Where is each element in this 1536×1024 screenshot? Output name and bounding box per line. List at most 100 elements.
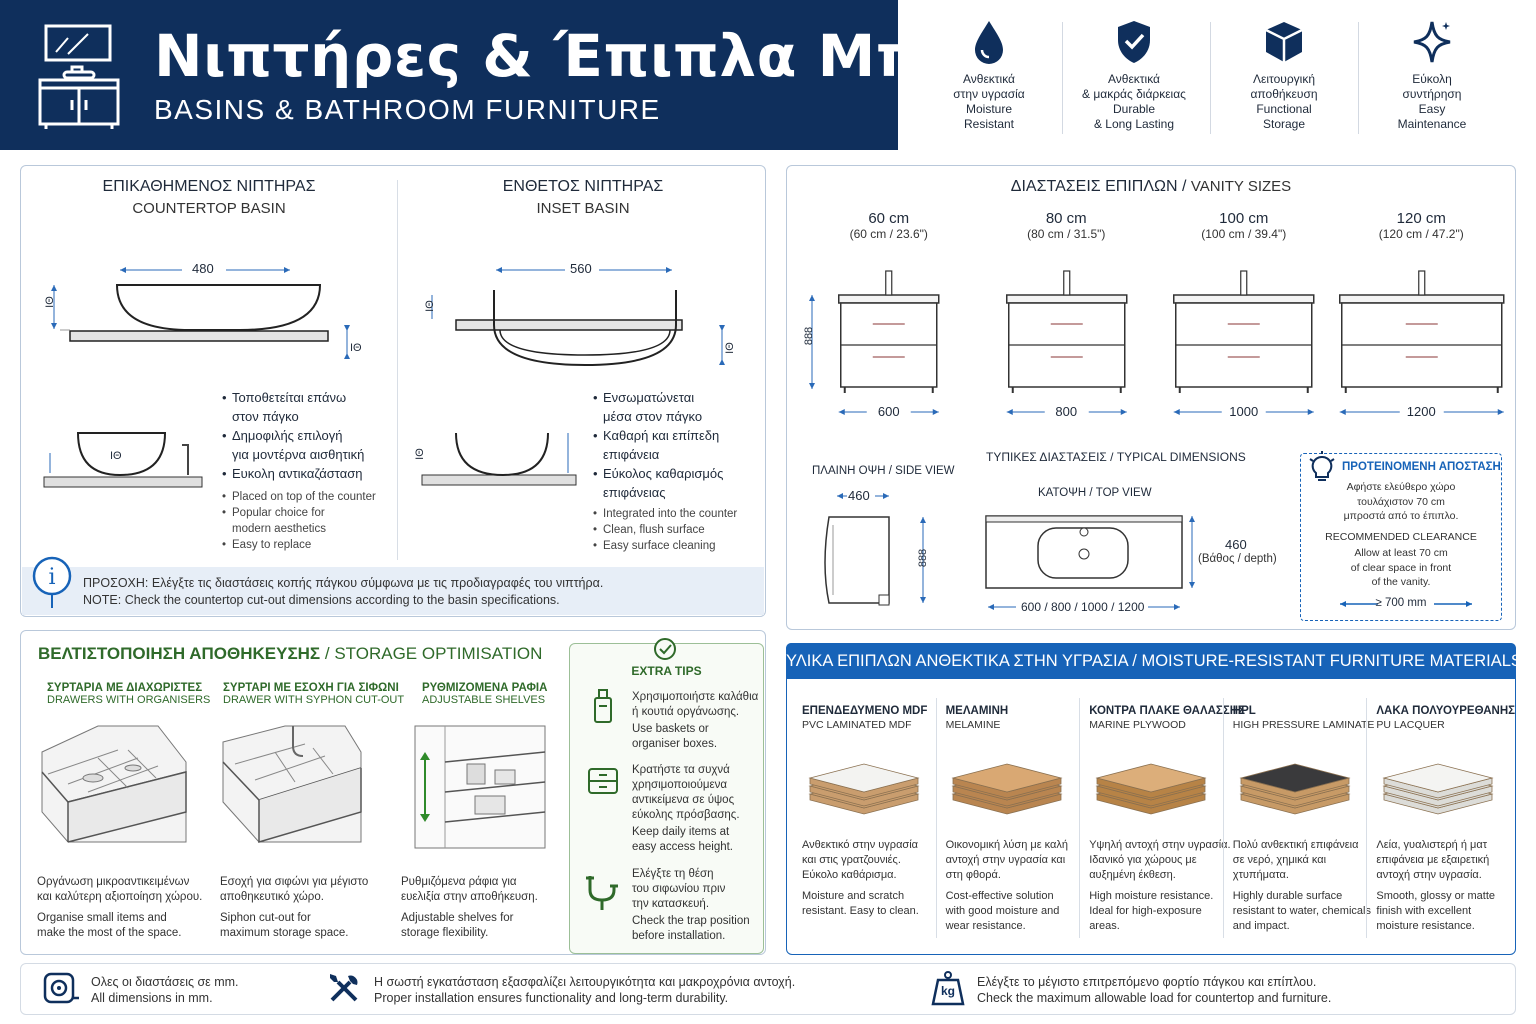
countertop-subtitle: COUNTERTOP BASIN [132,200,286,217]
inset-counter-depth: ΙΘ [723,342,736,354]
vanity-height: 888 [803,326,816,346]
vanity-size-label: 100 cm [1219,210,1269,227]
feature-divider [1210,22,1211,134]
header-banner: Νιπτήρες & Έπιπλα Μπάνιου BASINS & BATHR… [0,0,1105,150]
material-desc-gr: αντοχή στην υγρασία και [945,854,1066,866]
material-desc-gr: και στις γρατζουνιές. [802,854,901,866]
material-name-en: MELAMINE [945,719,1001,731]
typical-dims-label: ΤΥΠΙΚΕΣ ΔΙΑΣΤΑΣΕΙΣ / TYPICAL DIMENSIONS [986,450,1246,464]
clearance-title: ΠΡΟΤΕΙΝΟΜΕΝΗ ΑΠΟΣΤΑΣΗ [1342,461,1501,473]
vanity-line [1240,270,1248,296]
clearance-en-title: RECOMMENDED CLEARANCE [1325,531,1477,543]
material-divider [1222,698,1224,938]
adjustable-shelves-illustration [414,725,546,849]
material-name: ΚΟΝΤΡΑ ΠΛΑΚΕ ΘΑΛΑΣΣΗΣ [1089,705,1245,717]
depth-label: (Βάθος / depth) [1198,553,1277,565]
countertop-section-drawing [43,432,203,488]
clearance-box [1300,453,1502,621]
vanity-width-mm: 1000 [1229,404,1259,419]
vanity-line [1173,294,1315,304]
drawer-organiser-illustration [41,725,187,843]
material-desc-gr: χτυπήματα. [1232,869,1289,881]
feature-divider [1062,22,1063,134]
vanity-line [838,294,940,304]
material-desc-en: resistant. Easy to clean. [802,905,919,917]
footer-install: Η σωστή εγκατάσταση εξασφαλίζει λειτουργ… [374,975,796,1005]
material-divider [1079,698,1081,938]
weight-badge: kg [940,984,955,998]
material-divider [1366,698,1368,938]
side-height: 888 [917,548,930,568]
sparkle-icon [1413,21,1451,63]
vanity-drawing [1338,270,1504,420]
vanity-line [1399,404,1444,420]
vanity-drawing [1173,270,1315,420]
side-width: 460 [848,488,870,503]
clearance-arrow [1340,597,1472,611]
vanity-drawing [809,270,940,420]
width-options: 600 / 800 / 1000 / 1200 [1021,600,1145,614]
vanity-size-1: 60 cm(60 cm / 23.6")600 [800,205,978,430]
bullet: Ευκολη αντικαζάσταση [222,464,397,483]
note-en: NOTE: Check the countertop cut-out dimen… [83,593,560,607]
shield-check-icon [1118,21,1150,63]
top-view-label: ΚΑΤΟΨΗ / TOP VIEW [1038,487,1152,499]
vanity-size-sublabel: (100 cm / 39.4") [1201,227,1287,241]
material-desc-gr: Λεία, γυαλιστερή ή ματ [1376,839,1488,851]
feature-divider [1358,22,1359,134]
vanity-line [866,404,911,420]
basket-icon [594,689,612,723]
material-name-en: PVC LAMINATED MDF [802,719,912,731]
countertop-title: ΕΠΙΚΑΘΗΜΕΝΟΣ ΝΙΠΤΗΡΑΣ [102,178,316,195]
note-gr: ΠΡΟΣΟΧΗ: Ελέγξτε τις διαστάσεις κοπής πά… [83,576,604,590]
materials-header [786,643,1516,679]
material-description: Πολύ ανθεκτική επιφάνεια σε νερό, χημικά … [1233,838,1371,934]
material-name-en: PU LACQUER [1376,719,1445,731]
vanity-drawing [1005,270,1127,420]
countertop-width: 480 [192,261,214,276]
countertop-bullets-en: Placed on top of the counter Popular cho… [222,489,397,553]
weight-kg-icon [931,971,965,1006]
basins-divider [397,180,398,560]
bullet: Clean, flush surface [593,522,763,538]
vanity-line [1044,404,1089,420]
material-desc-en: moisture resistance. [1376,920,1475,932]
drawer-icon [588,768,618,794]
pipe-trap-icon [586,876,618,910]
material-desc-gr: Εύκολο καθάρισμα. [802,869,897,881]
svg-text:i: i [48,565,55,590]
material-desc-gr: αυξημένη έκθεση. [1089,869,1176,881]
storage-title: ΒΕΛΤΙΣΤΟΠΟΙΗΣΗ ΑΠΟΘΗΚΕΥΣΗΣ / STORAGE OPT… [38,644,543,663]
material-desc-gr: Πολύ ανθεκτική επιφάνεια [1232,839,1359,851]
material-sample-illustration [951,763,1063,815]
material-desc-en: and impact. [1232,920,1290,932]
footer-dims: Ολες οι διαστάσεις σε mm.All dimensions … [91,975,239,1005]
material-desc-en: Ideal for high-exposure [1089,905,1202,917]
material-name: HPL [1232,705,1256,717]
material-desc-en: Smooth, glossy or matte [1376,890,1495,902]
basin-note [22,567,764,615]
side-view-drawing [824,488,926,606]
water-drop-icon [975,21,1003,64]
countertop-inner-depth: ΙΘ [110,450,122,462]
countertop-counter-depth: ΙΘ [350,342,362,354]
material-desc-en: Moisture and scratch [802,890,905,902]
material-desc-gr: σε νερό, χημικά και [1232,854,1327,866]
countertop-height: ΙΘ [43,296,56,308]
inset-title: ΕΝΘΕΤΟΣ ΝΙΠΤΗΡΑΣ [502,178,664,195]
